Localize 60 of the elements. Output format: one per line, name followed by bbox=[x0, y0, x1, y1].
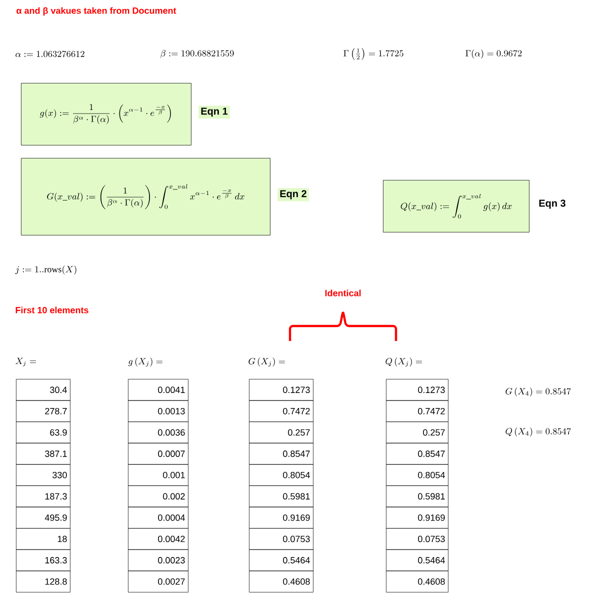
note: Identical bbox=[325, 290, 361, 296]
table-cell: 0.1273 bbox=[386, 379, 448, 401]
table-cell: 0.257 bbox=[386, 422, 448, 444]
table-cell: 0.0753 bbox=[386, 528, 448, 550]
table-cell: 187.3 bbox=[16, 486, 70, 508]
table-cell: 63.9 bbox=[16, 422, 70, 444]
formula: $\Gamma\left(\frac{1}{2}\right) = 1.7725$ bbox=[344, 48, 404, 60]
equation-label: Eqn 1 bbox=[198, 106, 230, 119]
table-cell: 128.8 bbox=[16, 570, 70, 592]
formula: $j := 1..\mathrm{rows}(X)$ bbox=[15, 265, 76, 274]
column-heading: $G\left(X_{j}\right) =$ bbox=[248, 357, 285, 366]
equation-box: $Q(x\_val) := \int_{0}^{x\_val} g(x)\,dx$ bbox=[383, 180, 530, 232]
formula: $\Gamma(\alpha) = 0.9672$ bbox=[466, 49, 522, 58]
formula: $\beta := 190.68821559$ bbox=[160, 50, 234, 58]
table-cell: 0.0036 bbox=[128, 422, 188, 444]
equation-label: Eqn 2 bbox=[278, 188, 309, 202]
table-cell: 0.9169 bbox=[386, 506, 448, 528]
column-heading: $g\left(X_{j}\right) =$ bbox=[128, 357, 162, 366]
table-cell: 18 bbox=[16, 528, 70, 550]
table-cell: 0.7472 bbox=[386, 400, 448, 422]
table-cell: 278.7 bbox=[16, 400, 70, 422]
title: α and β vakues taken from Document bbox=[16, 7, 176, 16]
table-cell: 0.5464 bbox=[249, 549, 314, 572]
table-cell: 0.001 bbox=[128, 464, 188, 486]
table-cell: 0.9169 bbox=[249, 506, 314, 528]
table-cell: 0.8054 bbox=[386, 464, 448, 486]
table-cell: 330 bbox=[16, 464, 70, 486]
table-cell: 0.5981 bbox=[386, 486, 448, 508]
table-cell: 0.5464 bbox=[386, 549, 448, 572]
table-cell: 0.257 bbox=[249, 422, 314, 444]
table-cell: 0.0753 bbox=[249, 528, 314, 550]
formula: $Q\left(X_{4}\right) = 0.8547$ bbox=[506, 427, 571, 436]
formula: $G\left(X_{4}\right) = 0.8547$ bbox=[506, 387, 571, 396]
table-cell: 0.0007 bbox=[128, 442, 188, 465]
table-cell: 0.0041 bbox=[128, 379, 188, 401]
table-cell: 0.8547 bbox=[386, 442, 448, 465]
table-cell: 0.0004 bbox=[128, 506, 188, 528]
note: First 10 elements bbox=[16, 306, 88, 314]
table-cell: 0.5981 bbox=[249, 486, 314, 508]
column-heading: $Q\left(X_{j}\right) =$ bbox=[386, 357, 422, 366]
table-cell: 0.002 bbox=[128, 486, 188, 508]
table-cell: 495.9 bbox=[16, 506, 70, 528]
table-cell: 0.0023 bbox=[128, 549, 188, 572]
column-heading: $X_{j} =$ bbox=[15, 358, 36, 366]
formula: $\alpha := 1.063276612$ bbox=[16, 50, 84, 58]
equation-box: $g(x) := \frac{1}{\beta^{\alpha}\cdot\Gamma(\alpha)}\cdot\left(x^{\alpha-1}\cdot e^{\frac{-x}{\beta}}\right)$ bbox=[21, 83, 192, 146]
equation-label: Eqn 3 bbox=[539, 200, 566, 209]
table-cell: 0.8547 bbox=[249, 442, 314, 465]
equation-box: $G(x\_val) := \left(\frac{1}{\beta^{\alpha}\cdot\Gamma(\alpha)}\right)\cdot\int_{0}^{x\_val} x^{\alpha-1}\cdot e^{\frac{-x}{\beta}}\,dx$ bbox=[21, 158, 270, 236]
table-cell: 0.4608 bbox=[386, 570, 448, 592]
table-cell: 0.0027 bbox=[128, 570, 188, 592]
table-cell: 0.8054 bbox=[249, 464, 314, 486]
table-cell: 387.1 bbox=[16, 442, 70, 465]
table-cell: 0.1273 bbox=[249, 379, 314, 401]
table-cell: 0.0013 bbox=[128, 400, 188, 422]
table-cell: 0.4608 bbox=[249, 570, 314, 592]
table-cell: 0.0042 bbox=[128, 528, 188, 550]
table-cell: 163.3 bbox=[16, 549, 70, 572]
table-cell: 30.4 bbox=[16, 379, 70, 401]
table-cell: 0.7472 bbox=[249, 400, 314, 422]
